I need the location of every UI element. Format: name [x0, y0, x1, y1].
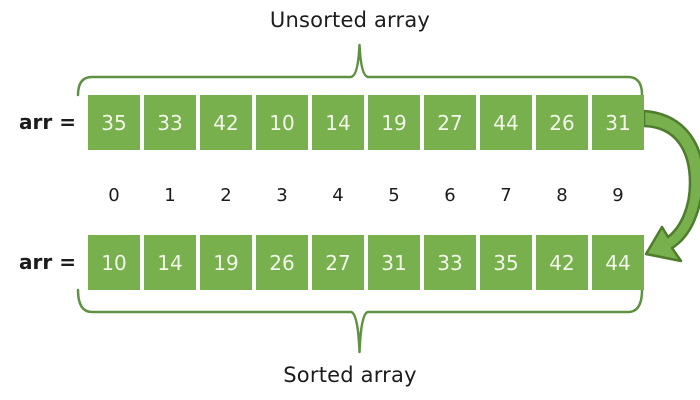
index-label: 7	[500, 184, 512, 206]
array-cell: 31	[592, 95, 644, 150]
array-cell: 31	[368, 235, 420, 290]
array-cell: 33	[144, 95, 196, 150]
sorted-array-title: Sorted array	[283, 363, 417, 387]
array-cell: 44	[592, 235, 644, 290]
curved-arrow-icon	[642, 109, 700, 263]
index-label: 1	[164, 184, 176, 206]
unsorted-array-title: Unsorted array	[269, 8, 431, 32]
array-cell: 10	[88, 235, 140, 290]
array-cell: 44	[480, 95, 532, 150]
array-cell: 27	[424, 95, 476, 150]
array-cell: 35	[88, 95, 140, 150]
array-cell: 14	[144, 235, 196, 290]
index-row: 0 1 2 3 4 5 6 7 8 9	[88, 182, 644, 208]
array-cell: 10	[256, 95, 308, 150]
index-label: 3	[276, 184, 288, 206]
array-cell: 19	[200, 235, 252, 290]
array-cell: 33	[424, 235, 476, 290]
array-cell: 42	[536, 235, 588, 290]
array-cell: 26	[256, 235, 308, 290]
index-label: 6	[444, 184, 456, 206]
unsorted-array-row: 35 33 42 10 14 19 27 44 26 31	[88, 95, 644, 150]
array-cell: 14	[312, 95, 364, 150]
index-label: 4	[332, 184, 344, 206]
bottom-brace-icon	[76, 288, 644, 354]
array-cell: 42	[200, 95, 252, 150]
index-label: 9	[612, 184, 624, 206]
array-cell: 27	[312, 235, 364, 290]
index-label: 2	[220, 184, 232, 206]
index-label: 5	[388, 184, 400, 206]
sorted-array-row: 10 14 19 26 27 31 33 35 42 44	[88, 235, 644, 290]
index-label: 0	[108, 184, 120, 206]
index-label: 8	[556, 184, 568, 206]
top-brace-icon	[76, 43, 644, 97]
array-cell: 19	[368, 95, 420, 150]
array-cell: 35	[480, 235, 532, 290]
array-cell: 26	[536, 95, 588, 150]
arr-label-unsorted: arr =	[19, 110, 76, 134]
arr-label-sorted: arr =	[19, 250, 76, 274]
